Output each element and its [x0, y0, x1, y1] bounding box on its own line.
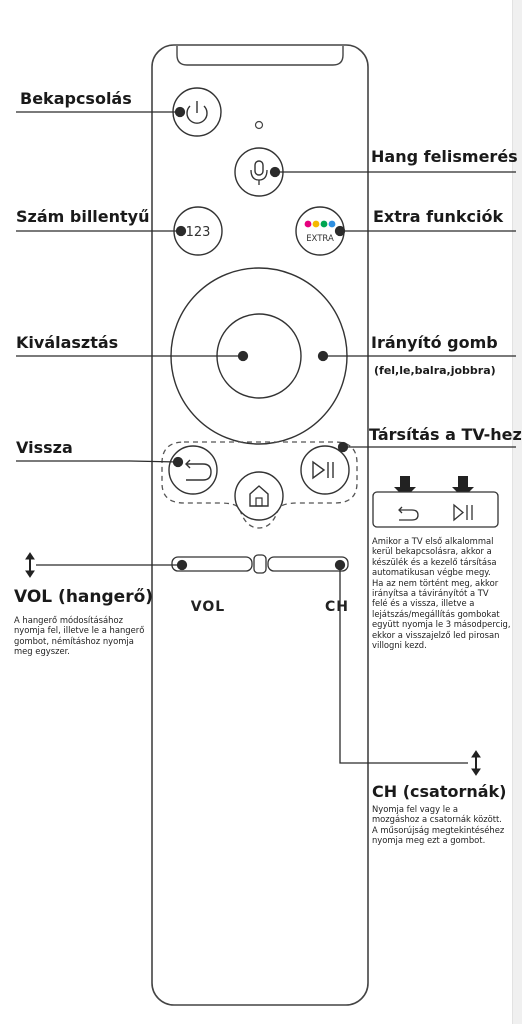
label-number: Szám billentyű — [16, 207, 150, 226]
power-icon — [186, 105, 208, 124]
microphone-icon — [250, 160, 268, 185]
label-dpad-sub: (fel,le,balra,jobbra) — [374, 364, 496, 377]
back-arrow-icon-small — [399, 509, 419, 521]
label-power: Bekapcsolás — [20, 89, 132, 108]
label-voice: Hang felismerés — [371, 147, 518, 166]
label-back: Vissza — [16, 438, 73, 457]
led-indicator — [254, 120, 264, 130]
label-extra: Extra funkciók — [373, 207, 504, 226]
extra-button[interactable]: EXTRA — [295, 206, 345, 256]
play-pause-icon — [312, 460, 334, 480]
back-arrow-icon — [186, 463, 212, 481]
up-down-arrow-icon-ch — [471, 750, 481, 776]
extra-dot-2 — [312, 220, 320, 228]
number-button-label: 123 — [186, 225, 211, 240]
pairing-illustration — [372, 476, 499, 528]
pairing-box — [372, 491, 499, 528]
extra-dot-3 — [320, 220, 328, 228]
remote-top-notch — [176, 46, 344, 66]
label-vol-title: VOL (hangerő) — [14, 587, 154, 607]
ch-callout-line — [339, 565, 468, 764]
center-nub — [253, 554, 267, 574]
extra-button-label: EXTRA — [306, 234, 334, 244]
home-button[interactable] — [234, 471, 284, 521]
voice-button[interactable] — [234, 147, 284, 197]
label-dpad: Irányító gomb — [371, 333, 498, 352]
vol-label: VOL — [191, 599, 225, 615]
play-pause-button[interactable] — [300, 445, 350, 495]
remote-body — [151, 44, 369, 1006]
up-down-arrow-icon-vol — [25, 552, 35, 578]
extra-dot-1 — [304, 220, 312, 228]
callout-lines — [16, 106, 516, 764]
ch-description: Nyomja fel vagy le a mozgáshoz a csatorn… — [372, 804, 505, 846]
back-button[interactable] — [168, 445, 218, 495]
page-edge-strip — [512, 0, 522, 1024]
vol-rocker[interactable] — [171, 556, 253, 572]
label-select: Kiválasztás — [16, 333, 119, 352]
play-pause-icon-small — [453, 503, 465, 522]
extra-dot-4 — [328, 220, 336, 228]
power-button[interactable] — [172, 87, 222, 137]
ch-label: CH — [325, 599, 349, 615]
home-icon — [249, 485, 269, 507]
ch-rocker[interactable] — [267, 556, 349, 572]
vol-description: A hangerő módosításához nyomja fel, ille… — [14, 615, 145, 657]
pairing-dashed-group — [161, 441, 358, 529]
pair-description: Amikor a TV első alkalommal kerül bekapc… — [372, 536, 511, 651]
label-pair: Társítás a TV-hez — [369, 425, 522, 444]
label-ch-title: CH (csatornák) — [372, 782, 507, 801]
